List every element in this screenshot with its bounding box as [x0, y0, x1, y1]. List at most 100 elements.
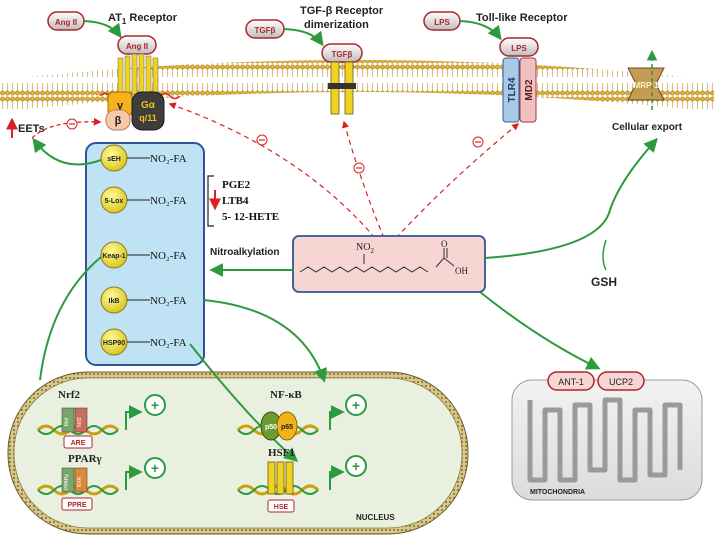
- cellular-export-label: Cellular export: [612, 122, 683, 133]
- nrf2-protein: Nrf2: [77, 417, 83, 427]
- target-keap1[interactable]: Keap-1 NO₂-FA: [100, 241, 187, 269]
- are-label: ARE: [71, 440, 86, 447]
- tgfb-ligand-pill[interactable]: TGFβ: [245, 19, 285, 39]
- tgfb-ligand-label: TGFβ: [255, 26, 276, 35]
- tgfb-binding-arrow: [283, 28, 324, 47]
- gsh-label: GSH: [591, 275, 617, 289]
- tlr4-inhibition-path: [395, 123, 520, 239]
- nfkb-complex: NF-κB p50 p65 +: [236, 389, 367, 441]
- ppar-activation-icon: [144, 457, 166, 479]
- ang-ii-ligand-pill[interactable]: Ang II: [47, 11, 85, 31]
- hse-label: HSE: [274, 504, 289, 511]
- mrp1-transporter: MRP-1: [627, 67, 665, 101]
- keap1-to-nrf2-arrow: [39, 256, 102, 381]
- ppre-label: PPRE: [67, 502, 86, 509]
- tlr4-receptor-group: Toll-like Receptor LPS LPS TLR4 MD2: [423, 11, 568, 123]
- at1-receptor-title: AT1 Receptor: [108, 12, 178, 26]
- lox-product-ltb4: LTB4: [222, 195, 249, 207]
- inhibit-icon-tlr4: [472, 136, 484, 148]
- tgfb-bound-label: TGFβ: [332, 50, 353, 59]
- gamma-label: γ: [117, 100, 124, 112]
- ang-ii-binding-arrow: [83, 20, 122, 39]
- galpha-q11-subunit: Gα q/11: [131, 91, 165, 131]
- galpha-label: Gα: [141, 100, 156, 111]
- nitro-fatty-acid-molecule: NO2 O OH: [292, 235, 486, 293]
- tlr4-protein: TLR4: [502, 57, 520, 123]
- nucleus-label: NUCLEUS: [356, 513, 395, 522]
- tlr4-label: TLR4: [507, 77, 518, 102]
- svg-text:+: +: [151, 460, 159, 476]
- target-seh-adduct: NO₂-FA: [150, 153, 187, 165]
- ant1-transporter[interactable]: ANT-1: [547, 371, 595, 391]
- md2-protein: MD2: [519, 57, 537, 123]
- ucp2-label: UCP2: [609, 377, 633, 387]
- nrf2-activation-icon: [144, 394, 166, 416]
- lox-product-hete: 5- 12-HETE: [222, 211, 279, 223]
- protein-targets-panel: sEH NO₂-FA 5-Lox NO₂-FA Keap-1 NO₂-FA Ik…: [85, 142, 205, 366]
- inhibition-paths: [168, 102, 520, 239]
- tgfb-inhibition-path: [342, 120, 385, 239]
- mitochondria-label: MITOCHONDRIA: [530, 489, 585, 496]
- at1-receptor-group: AT1 Receptor Ang II Ang II γ β: [47, 11, 181, 131]
- inhibit-icon-tgfb: [353, 162, 365, 174]
- hsp90-to-hsf1-arrow: [189, 343, 299, 462]
- lps-binding-arrow: [459, 20, 502, 41]
- nrf2-maf: Maf: [64, 417, 70, 426]
- nfkb-activation-icon: [345, 394, 367, 416]
- inhibit-icon-at1: [256, 134, 268, 146]
- hsf1-complex: HSF1 HSE +: [236, 447, 367, 513]
- ppar-title: PPARγ: [68, 453, 102, 465]
- lps-ligand-pill[interactable]: LPS: [423, 11, 461, 31]
- target-5lox-name: 5-Lox: [105, 198, 124, 205]
- md2-label: MD2: [524, 79, 535, 101]
- svg-text:+: +: [151, 397, 159, 413]
- ang-ii-bound-label: Ang II: [126, 42, 148, 51]
- tgf-beta-receptor-group: TGF-β Receptor dimerization TGFβ TGFβ: [245, 5, 384, 115]
- no2-group-label: NO2: [356, 242, 374, 255]
- target-keap1-adduct: NO₂-FA: [150, 250, 187, 262]
- lps-ligand-label: LPS: [434, 18, 450, 27]
- ppar-protein: PPARγ: [64, 474, 70, 490]
- carbonyl-o-label: O: [441, 239, 448, 249]
- target-ikb[interactable]: IkB NO₂-FA: [100, 286, 187, 314]
- ant1-label: ANT-1: [558, 377, 584, 387]
- seh-to-eets-arrow: [32, 137, 102, 166]
- eets-increase: EETs: [5, 117, 45, 138]
- plasma-membrane: [0, 60, 714, 112]
- tgfb-bound-pill: TGFβ: [321, 43, 363, 63]
- eets-label: EETs: [18, 123, 45, 135]
- nrf2-complex: Nrf2 Maf Nrf2 ARE +: [36, 389, 166, 449]
- beta-subunit: β: [105, 109, 131, 131]
- nitroalkylation-label: Nitroalkylation: [210, 247, 279, 258]
- ucp2-transporter[interactable]: UCP2: [597, 371, 645, 391]
- ppar-gamma-complex: PPARγ PPARγ RXR PPRE +: [36, 453, 166, 511]
- mrp1-label: MRP-1: [634, 81, 659, 90]
- lps-bound-label: LPS: [511, 44, 527, 53]
- lox-product-pge2: PGE2: [222, 179, 251, 191]
- mitochondria: MITOCHONDRIA ANT-1 UCP2: [511, 371, 703, 501]
- tlr-title: Toll-like Receptor: [476, 12, 568, 24]
- target-hsp90[interactable]: HSP90 NO₂-FA: [100, 328, 187, 356]
- nfkb-title: NF-κB: [270, 389, 302, 401]
- tgfb-title-line2: dimerization: [304, 19, 369, 31]
- target-seh-name: sEH: [107, 156, 121, 163]
- target-sehl[interactable]: sEH NO₂-FA: [100, 144, 187, 172]
- ang-ii-ligand-label: Ang II: [55, 18, 77, 27]
- p50-label: p50: [265, 424, 277, 431]
- nrf2-title: Nrf2: [58, 389, 80, 401]
- ikb-to-nfkb-arrow: [203, 299, 327, 383]
- hsf1-title: HSF1: [268, 447, 295, 459]
- gsh-export-arrow: [484, 137, 658, 259]
- lps-bound-pill: LPS: [499, 37, 539, 57]
- hsf1-activation-icon: [345, 455, 367, 477]
- ang-ii-bound-pill: Ang II: [117, 35, 157, 55]
- target-ikb-name: IkB: [109, 298, 120, 305]
- tgfb-receptor-dimer: [328, 61, 356, 115]
- p65-label: p65: [281, 424, 293, 431]
- tgfb-title-line1: TGF-β Receptor: [300, 5, 384, 17]
- mito-arrow: [479, 291, 601, 370]
- at1-inhibition-path: [168, 102, 376, 239]
- target-5lox-adduct: NO₂-FA: [150, 195, 187, 207]
- target-5lox[interactable]: 5-Lox NO₂-FA: [100, 186, 187, 214]
